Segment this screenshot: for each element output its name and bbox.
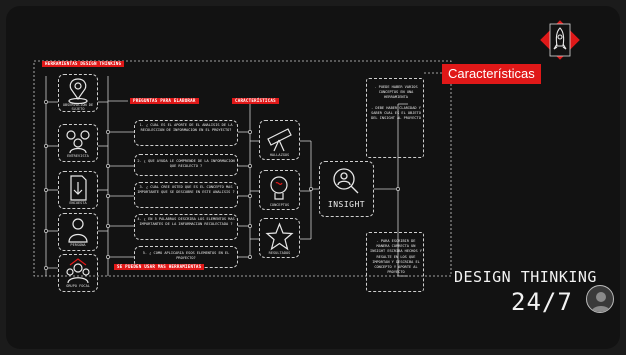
star-icon xyxy=(265,222,294,251)
download-document-icon xyxy=(70,175,87,201)
brand-title: DESIGN THINKING xyxy=(454,268,597,286)
avatar-icon xyxy=(591,292,611,312)
avatar[interactable] xyxy=(586,285,614,313)
tool-encuesta: ENCUESTA xyxy=(58,171,98,209)
lightbulb-brain-icon xyxy=(270,176,288,200)
characteristic-conceptos: CONCEPTOS xyxy=(259,170,300,210)
tool-grupo-focal: GRUPO FOCAL xyxy=(58,254,98,292)
rocket-icon xyxy=(540,20,580,60)
question-box: 4. ¿ EN 5 PALABRAS DESCRIBA LOS ELEMENTO… xyxy=(134,214,238,240)
tool-label: OBSERVACIÓN DE SUJETO xyxy=(62,103,94,111)
slide: HERRAMIENTAS DESIGN THINKING OBSERVACIÓN… xyxy=(6,6,620,349)
characteristic-label: CONCEPTOS xyxy=(269,203,290,207)
question-text: 5. ¿ COMO APLICARIA ESOS ELEMENTOS EN EL… xyxy=(142,251,230,261)
magnifier-person-icon xyxy=(333,168,359,194)
note-bottom: - PARA ESCRIBIR DE MANERA CORRECTA UN IN… xyxy=(366,232,424,292)
diagram-lines xyxy=(33,60,452,277)
people-talking-icon xyxy=(66,130,90,154)
characteristic-label: HALLAZGOS xyxy=(269,153,290,157)
questions-tag: PREGUNTAS PARA ELABORAR xyxy=(130,98,199,104)
question-text: 1. ¿ CUAL ES EL APORTE DE EL ANALISIS DE… xyxy=(139,123,233,133)
question-box: 1. ¿ CUAL ES EL APORTE DE EL ANALISIS DE… xyxy=(134,120,238,146)
person-icon xyxy=(68,218,88,243)
telescope-icon xyxy=(267,128,292,152)
question-text: 2. ¿ QUE AYUDA LE COMPRENDE DE LA INFORM… xyxy=(137,159,235,169)
note-text: - PARA ESCRIBIR DE MANERA CORRECTA UN IN… xyxy=(370,239,422,275)
group-icon xyxy=(66,258,90,284)
characteristic-hallazgos: HALLAZGOS xyxy=(259,120,300,160)
question-box: 3. ¿ CUAL CREE USTED QUE ES EL CONCEPTO … xyxy=(134,182,238,208)
note-top: - PUEDE HABER VARIOS CONCEPTOS EN UNA HE… xyxy=(366,78,424,158)
tool-persona: PERSONA xyxy=(58,213,98,251)
tool-label: ENCUESTA xyxy=(69,201,87,205)
note-text: - PUEDE HABER VARIOS CONCEPTOS EN UNA HE… xyxy=(371,85,421,121)
insight-label: INSIGHT xyxy=(327,200,366,209)
tool-label: ENTREVISTA xyxy=(67,154,89,158)
tool-label: PERSONA xyxy=(70,243,86,247)
characteristics-tag: CARACTERÍSTICAS xyxy=(232,98,279,104)
characteristic-label: RESULTADOS xyxy=(268,251,291,255)
tool-label: GRUPO FOCAL xyxy=(66,284,90,288)
insight-box: INSIGHT xyxy=(319,161,374,217)
question-text: 4. ¿ EN 5 PALABRAS DESCRIBA LOS ELEMENTO… xyxy=(137,217,235,227)
characteristic-resultados: RESULTADOS xyxy=(259,218,300,258)
tool-observacion: OBSERVACIÓN DE SUJETO xyxy=(58,74,98,112)
more-tools-tag: SE PUEDEN USAR MAS HERRAMIENTAS xyxy=(114,264,205,270)
tools-header-tag: HERRAMIENTAS DESIGN THINKING xyxy=(42,61,125,67)
location-person-icon xyxy=(68,78,88,105)
rocket-badge xyxy=(536,16,584,64)
question-box: 2. ¿ QUE AYUDA LE COMPRENDE DE LA INFORM… xyxy=(134,154,238,176)
brand-subtitle: 24/7 xyxy=(511,288,573,316)
tool-entrevista: ENTREVISTA xyxy=(58,124,98,162)
question-text: 3. ¿ CUAL CREE USTED QUE ES EL CONCEPTO … xyxy=(137,185,235,195)
characteristics-title-tag: Características xyxy=(442,64,541,84)
